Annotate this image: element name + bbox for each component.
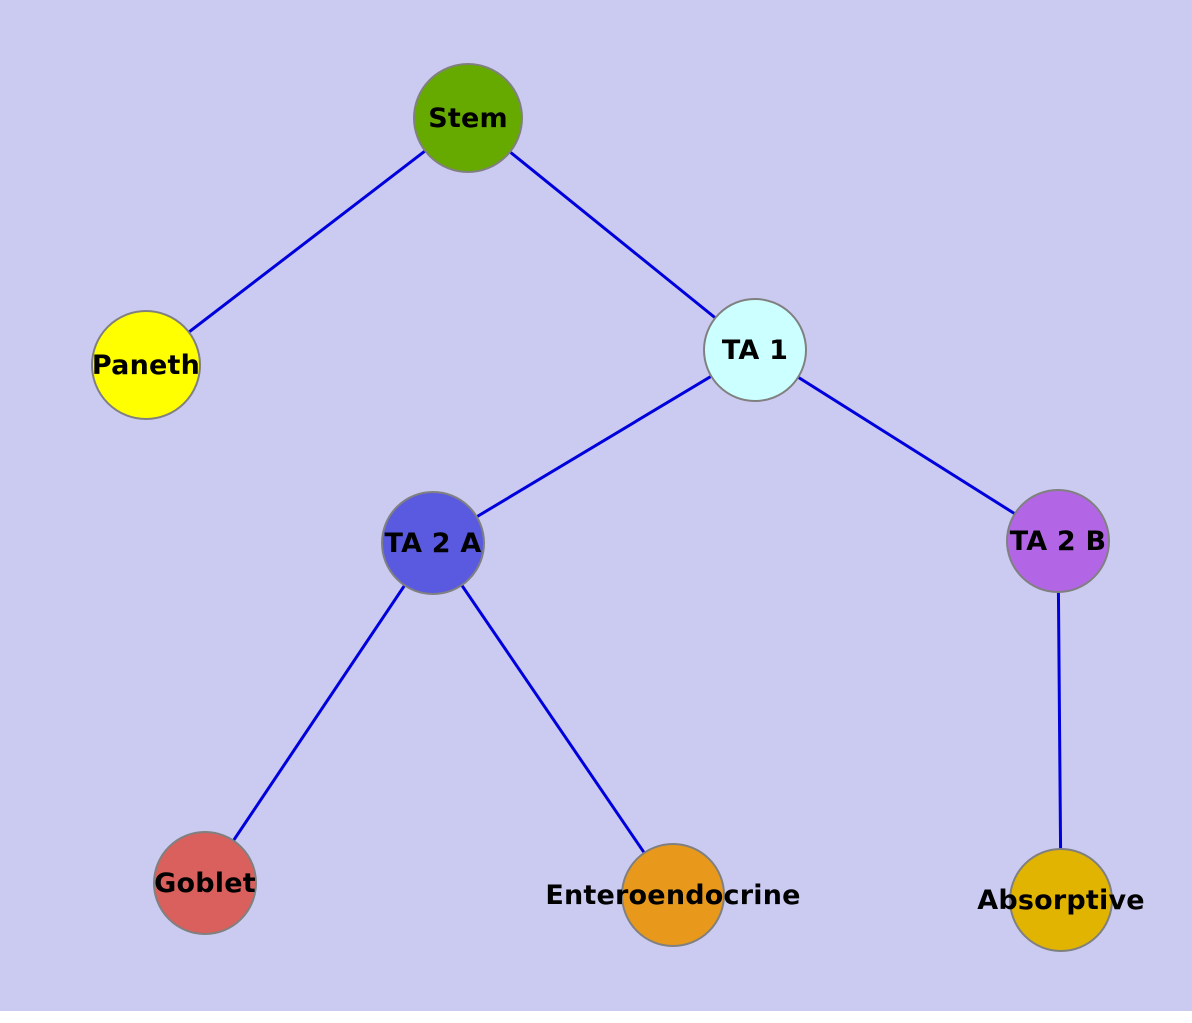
node-label-enteroendocrine: Enteroendocrine bbox=[545, 879, 801, 911]
edge-ta-2-a-enteroendocrine bbox=[431, 542, 675, 896]
node-absorptive[interactable]: Absorptive bbox=[977, 848, 1145, 952]
node-ta-2-a[interactable]: TA 2 A bbox=[381, 491, 485, 595]
edge-ta-2-a-goblet bbox=[203, 542, 435, 884]
node-label-goblet: Goblet bbox=[154, 867, 256, 899]
node-label-ta-2-a: TA 2 A bbox=[384, 527, 482, 559]
node-ta-1[interactable]: TA 1 bbox=[703, 298, 807, 402]
node-label-absorptive: Absorptive bbox=[977, 884, 1145, 916]
edge-stem-paneth bbox=[145, 116, 469, 367]
edge-ta-1-ta-2-b bbox=[754, 348, 1059, 543]
node-enteroendocrine[interactable]: Enteroendocrine bbox=[545, 843, 800, 947]
node-stem[interactable]: Stem bbox=[413, 63, 523, 173]
node-label-paneth: Paneth bbox=[91, 349, 201, 381]
edge-ta-1-ta-2-a bbox=[432, 348, 756, 545]
node-ta-2-b[interactable]: TA 2 B bbox=[1006, 489, 1110, 593]
node-paneth[interactable]: Paneth bbox=[91, 310, 201, 420]
edge-ta-2-b-absorptive bbox=[1056, 540, 1063, 901]
edge-stem-ta-1 bbox=[467, 116, 756, 352]
node-goblet[interactable]: Goblet bbox=[153, 831, 257, 935]
node-label-ta-2-b: TA 2 B bbox=[1009, 525, 1107, 557]
node-label-ta-1: TA 1 bbox=[721, 334, 789, 366]
node-label-stem: Stem bbox=[428, 102, 508, 134]
